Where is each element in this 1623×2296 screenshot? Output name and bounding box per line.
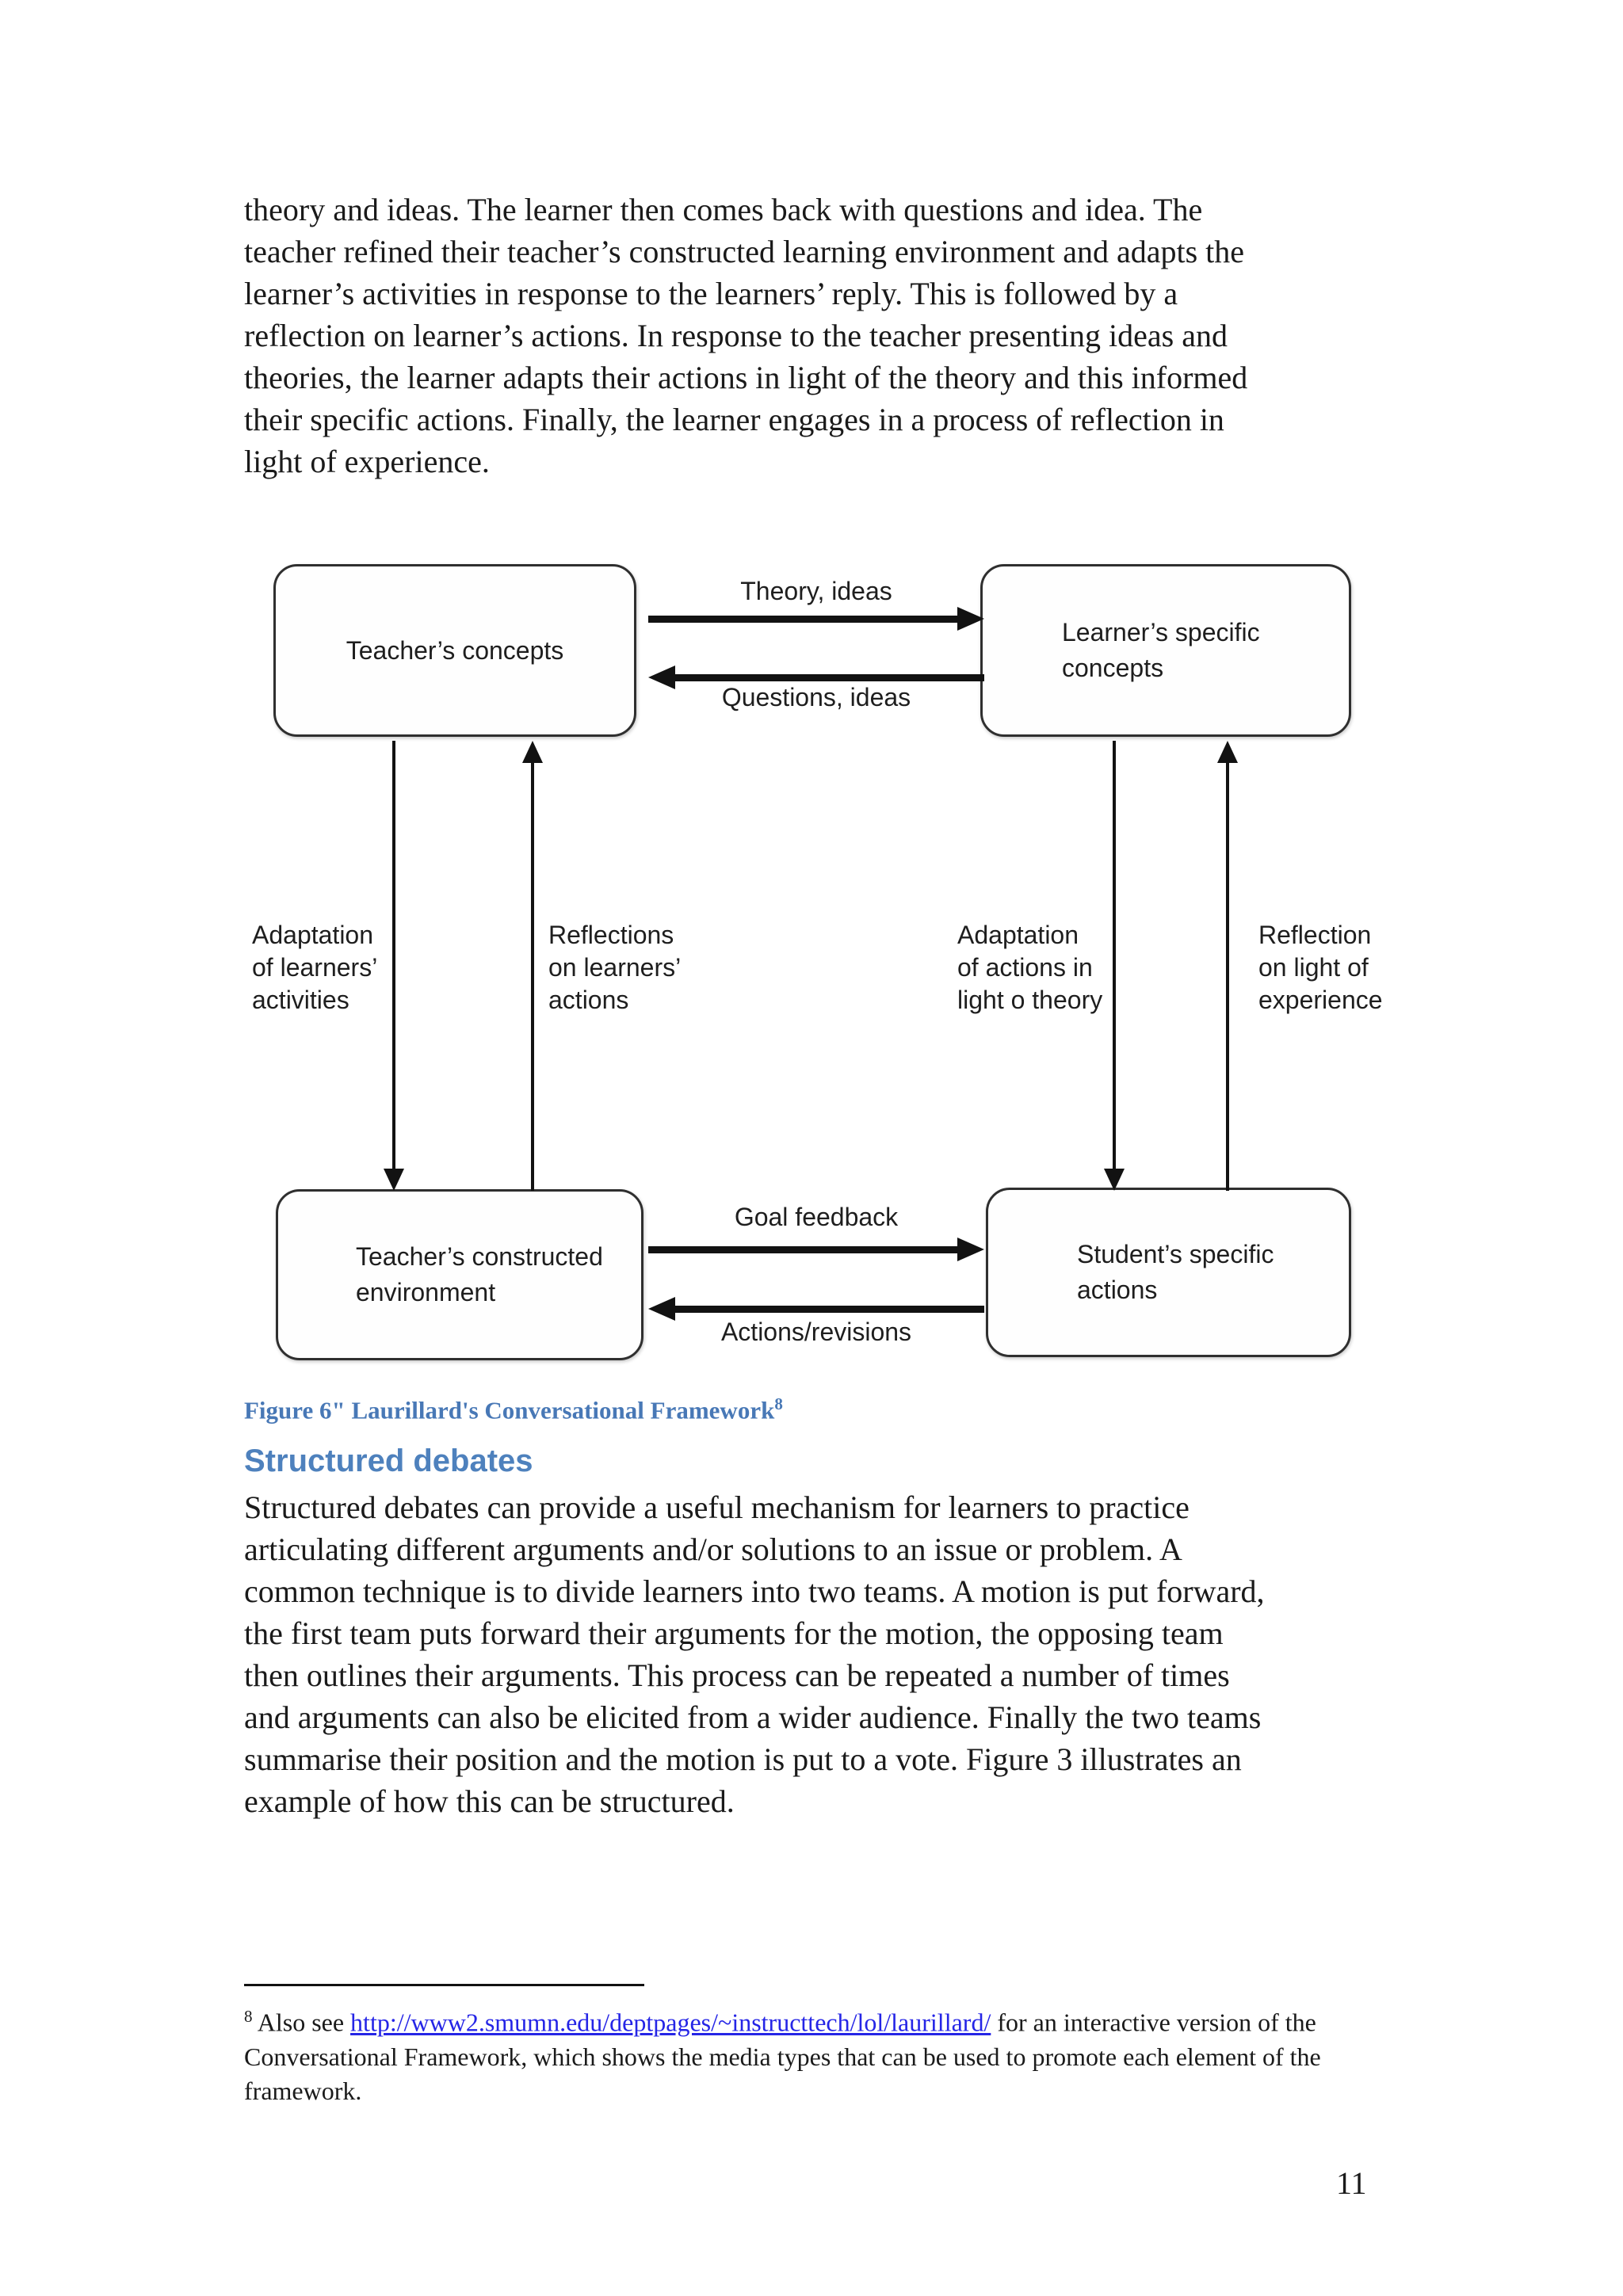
figure-caption-text: Figure 6" Laurillard's Conversational Fr…: [244, 1396, 775, 1425]
arrow-goal-feedback-label: Goal feedback: [734, 1203, 899, 1231]
box-learners-specific-concepts-label: Learner’s specific concepts: [1062, 618, 1260, 682]
footnote-text-before-link: Also see: [252, 2008, 351, 2037]
section-heading: Structured debates: [244, 1444, 533, 1478]
footnote-text-after-link: for an interactive version of the Conver…: [244, 2008, 1321, 2105]
arrow-questions-ideas-head: [648, 666, 675, 689]
box-teachers-constructed-environment-label: Teacher’s constructed environment: [356, 1242, 603, 1306]
arrow-adaptation-actions-light-theory: [1113, 741, 1116, 1169]
arrow-adaptation-learners-activities-head: [384, 1169, 404, 1191]
arrow-actions-revisions: [674, 1306, 984, 1313]
arrow-reflection-light-experience: [1226, 763, 1229, 1191]
footnote-link[interactable]: http://www2.smumn.edu/deptpages/~instruc…: [350, 2008, 991, 2037]
footnote: 8 Also see http://www2.smumn.edu/deptpag…: [244, 2000, 1433, 2108]
label-reflections-learners-actions: Reflections on learners’ actions: [548, 921, 682, 1014]
arrow-goal-feedback-head: [957, 1238, 984, 1261]
arrow-reflections-learners-actions-head: [522, 741, 543, 763]
arrow-theory-ideas-head: [957, 607, 984, 631]
label-adaptation-actions-light-theory: Adaptation of actions in light o theory: [957, 921, 1103, 1014]
arrow-actions-revisions-label: Actions/revisions: [720, 1318, 912, 1346]
arrow-adaptation-learners-activities: [392, 741, 395, 1169]
box-learners-specific-concepts: Learner’s specific concepts: [980, 564, 1351, 737]
box-teachers-concepts-label: Teacher’s concepts: [346, 635, 564, 665]
arrow-questions-ideas: [674, 674, 984, 681]
intro-paragraph: theory and ideas. The learner then comes…: [244, 192, 1248, 479]
footnote-separator: [244, 1984, 644, 1986]
label-reflection-light-experience: Reflection on light of experience: [1258, 921, 1383, 1014]
box-students-specific-actions: Student’s specific actions: [986, 1188, 1351, 1357]
figure-caption: Figure 6" Laurillard's Conversational Fr…: [244, 1394, 783, 1425]
box-students-specific-actions-label: Student’s specific actions: [1077, 1240, 1274, 1304]
structured-debates-paragraph: Structured debates can provide a useful …: [244, 1489, 1265, 1819]
page-number: 11: [1336, 2165, 1367, 2201]
arrow-theory-ideas: [648, 616, 959, 623]
arrow-reflections-learners-actions: [531, 763, 534, 1191]
figure-caption-footnote-ref: 8: [774, 1394, 783, 1413]
arrow-actions-revisions-head: [648, 1297, 675, 1321]
arrow-adaptation-actions-light-theory-head: [1104, 1169, 1125, 1191]
box-teachers-concepts: Teacher’s concepts: [273, 564, 636, 737]
arrow-questions-ideas-label: Questions, ideas: [721, 683, 911, 711]
footnote-ref: 8: [244, 2007, 253, 2026]
arrow-reflection-light-experience-head: [1217, 741, 1238, 763]
arrow-goal-feedback: [648, 1246, 959, 1253]
label-adaptation-learners-activities: Adaptation of learners’ activities: [252, 921, 378, 1014]
arrow-theory-ideas-label: Theory, ideas: [740, 577, 892, 605]
box-teachers-constructed-environment: Teacher’s constructed environment: [276, 1189, 643, 1360]
